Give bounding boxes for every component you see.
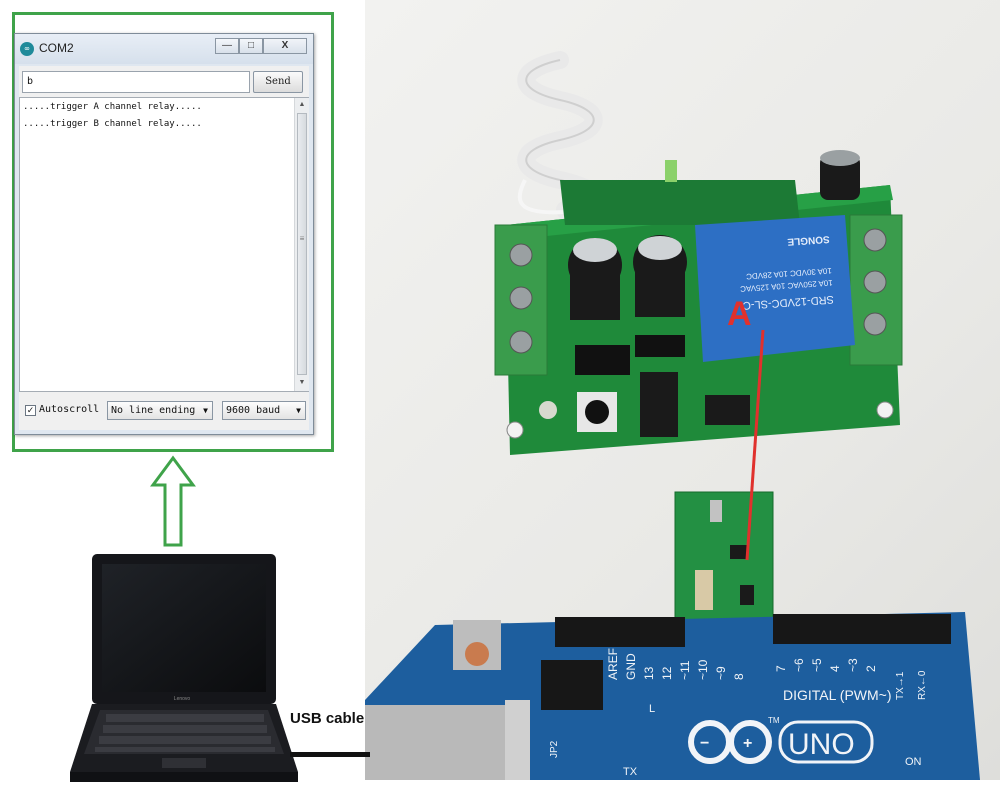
window-client-area: b Send .....trigger A channel relay.....… [19, 66, 309, 430]
pin-label: 12 [660, 666, 674, 680]
scroll-thumb[interactable]: ≡ [297, 113, 307, 375]
arduino-uno-board: AREF GND 13 12 ~11 ~10 ~9 8 7 ~6 ~5 4 ~3… [365, 612, 980, 780]
pin-label: 4 [828, 665, 842, 672]
jp2-label: JP2 [549, 740, 560, 758]
minimize-button[interactable]: — [215, 38, 239, 54]
pin-label: 7 [774, 665, 788, 672]
send-button[interactable]: Send [253, 71, 303, 93]
hardware-photo: SRD-12VDC-SL-C 10A 250VAC 10A 125VAC 10A… [365, 0, 1000, 780]
pin-label: ~5 [810, 658, 824, 672]
arduino-logo-icon: ∞ [20, 42, 34, 56]
pin-label: ~10 [696, 659, 710, 680]
title-bar[interactable]: ∞ COM2 — □ X [15, 34, 313, 64]
pin-label: ~6 [792, 658, 806, 672]
maximize-button[interactable]: □ [239, 38, 263, 54]
bottom-bar: ✓ Autoscroll No line ending ▼ 9600 baud … [19, 398, 309, 426]
line-ending-select[interactable]: No line ending ▼ [107, 401, 213, 420]
pin-label: AREF [606, 648, 620, 680]
svg-text:+: + [743, 735, 752, 752]
output-line: .....trigger B channel relay..... [23, 119, 202, 129]
usb-cable-label: USB cable [290, 710, 365, 727]
laptop-image: Lenovo [70, 554, 298, 782]
serial-output-area[interactable]: .....trigger A channel relay..... .....t… [19, 97, 309, 392]
chevron-down-icon: ▼ [203, 406, 208, 415]
pin-label: 13 [642, 666, 656, 680]
close-button[interactable]: X [263, 38, 307, 54]
pin-label: 8 [732, 673, 746, 680]
svg-text:−: − [700, 735, 709, 752]
laptop-brand: Lenovo [174, 696, 191, 702]
up-arrow-icon [150, 455, 196, 547]
serial-input-field[interactable]: b [22, 71, 250, 93]
chevron-down-icon: ▼ [296, 406, 301, 415]
monitor-highlight-frame [12, 12, 334, 452]
led-on-label: ON [905, 756, 922, 768]
callout-label: A [727, 295, 752, 333]
relay-brand-text: SONGLE [787, 233, 830, 247]
serial-monitor-window: ∞ COM2 — □ X b Send .....trigger A chann… [14, 33, 314, 435]
pin-label: ~9 [714, 666, 728, 680]
autoscroll-label: Autoscroll [39, 404, 100, 415]
vertical-scrollbar[interactable]: ▲ ≡ ▼ [294, 98, 309, 391]
window-title: COM2 [39, 41, 74, 55]
led-l-label: L [649, 703, 655, 715]
baud-rate-select[interactable]: 9600 baud ▼ [222, 401, 306, 420]
relay-receiver-board: SRD-12VDC-SL-C 10A 250VAC 10A 125VAC 10A… [494, 150, 903, 455]
pin-label: ~3 [846, 658, 860, 672]
arduino-infinity-logo [688, 720, 772, 764]
pin-label: RX←0 [917, 670, 928, 700]
grip-icon: ≡ [299, 234, 305, 243]
pin-label: GND [624, 653, 638, 680]
line-ending-value: No line ending [111, 405, 196, 416]
callout-line [745, 329, 765, 561]
led-tx-label: TX [623, 766, 638, 778]
pin-label: 2 [864, 665, 878, 672]
pin-label: TX→1 [895, 671, 906, 700]
pin-label: ~11 [678, 660, 692, 680]
digital-label: DIGITAL (PWM~) [783, 687, 892, 703]
scroll-down-icon[interactable]: ▼ [298, 379, 306, 386]
usb-cable [290, 752, 370, 757]
baud-rate-value: 9600 baud [226, 405, 281, 416]
scroll-up-icon[interactable]: ▲ [298, 101, 306, 108]
autoscroll-checkbox[interactable]: ✓ [25, 405, 36, 416]
tm-label: TM [768, 716, 780, 725]
output-line: .....trigger A channel relay..... [23, 102, 202, 112]
uno-brand: UNO [788, 728, 855, 761]
